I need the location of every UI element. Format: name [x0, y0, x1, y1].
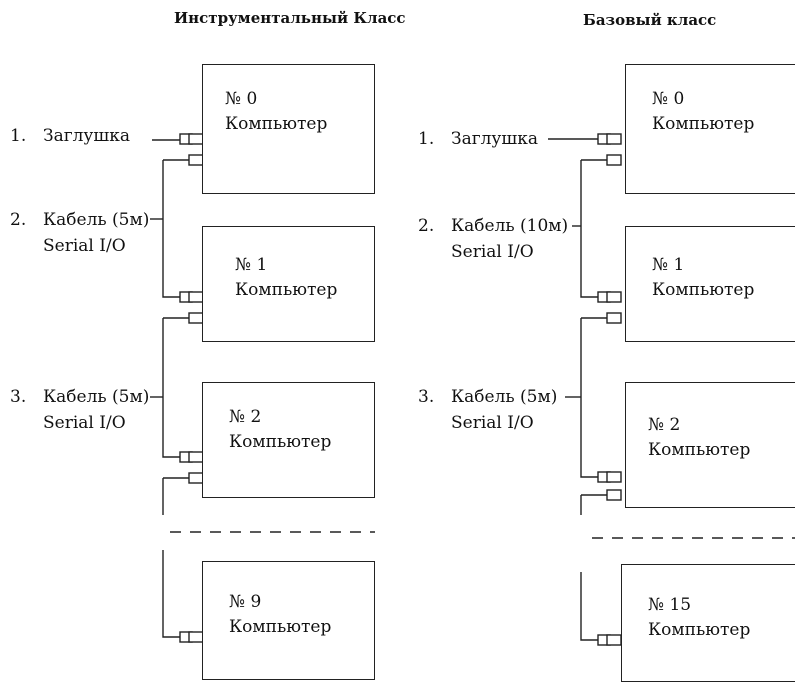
- right-computer-2-number: № 2: [648, 415, 681, 435]
- right-pc0-port-out: [606, 154, 622, 166]
- right-computer-0-label: Компьютер: [652, 114, 755, 134]
- left-computer-0-label: Компьютер: [225, 114, 328, 134]
- left-cable-last: [162, 550, 180, 638]
- right-pc0-port-in: [606, 133, 622, 145]
- left-computer-9-label: Компьютер: [229, 617, 332, 637]
- right-pc15-port-in: [606, 634, 622, 646]
- left-computer-0-number: № 0: [225, 89, 258, 109]
- left-computer-0: № 0 Компьютер: [202, 64, 375, 194]
- right-item-3-index: 3.: [418, 387, 435, 407]
- left-computer-9: № 9 Компьютер: [202, 561, 375, 680]
- left-pc0-port-in: [188, 133, 204, 145]
- left-cable3: [162, 318, 180, 458]
- left-computer-9-number: № 9: [229, 592, 262, 612]
- right-item-2-name: Кабель (10м): [451, 216, 569, 236]
- right-item-3-name: Кабель (5м): [451, 387, 558, 407]
- left-item-2-name: Кабель (5м): [43, 210, 150, 230]
- left-item-3-index: 3.: [10, 387, 27, 407]
- left-computer-1-label: Компьютер: [235, 280, 338, 300]
- right-computer-1-number: № 1: [652, 255, 685, 275]
- right-cable3: [580, 318, 598, 478]
- right-pc2-port-out: [606, 489, 622, 501]
- left-pc1-port-in: [188, 291, 204, 303]
- right-cable2: [580, 160, 598, 298]
- left-item-1-name: Заглушка: [43, 126, 131, 146]
- right-computer-2: № 2 Компьютер: [625, 382, 795, 508]
- left-computer-2: № 2 Компьютер: [202, 382, 375, 498]
- left-computer-1-number: № 1: [235, 255, 268, 275]
- left-computer-1: № 1 Компьютер: [202, 226, 375, 342]
- left-pc9-port-in: [188, 631, 204, 643]
- right-computer-2-label: Компьютер: [648, 440, 751, 460]
- left-computer-2-number: № 2: [229, 407, 262, 427]
- right-item-3-sub: Serial I/O: [451, 413, 534, 433]
- right-item-1-name: Заглушка: [451, 129, 539, 149]
- left-class-title: Инструментальный Класс: [174, 9, 406, 27]
- left-item-2-sub: Serial I/O: [43, 236, 126, 256]
- left-item-1-index: 1.: [10, 126, 27, 146]
- right-pc1-port-in: [606, 291, 622, 303]
- right-pc1-port-out: [606, 312, 622, 324]
- left-pc1-port-out: [188, 312, 204, 324]
- left-item-3-name: Кабель (5м): [43, 387, 150, 407]
- right-computer-15-number: № 15: [648, 595, 692, 615]
- left-item-2-index: 2.: [10, 210, 27, 230]
- left-item-3-sub: Serial I/O: [43, 413, 126, 433]
- left-cable2: [162, 160, 180, 298]
- right-item-2-sub: Serial I/O: [451, 242, 534, 262]
- right-computer-15-label: Компьютер: [648, 620, 751, 640]
- right-cable-last: [580, 572, 598, 641]
- right-computer-1-label: Компьютер: [652, 280, 755, 300]
- right-wiring: [548, 133, 795, 646]
- right-item-1-index: 1.: [418, 129, 435, 149]
- right-computer-0: № 0 Компьютер: [625, 64, 795, 194]
- right-computer-15: № 15 Компьютер: [621, 564, 795, 682]
- left-pc2-port-in: [188, 451, 204, 463]
- right-item-2-index: 2.: [418, 216, 435, 236]
- left-pc0-port-out: [188, 154, 204, 166]
- left-computer-2-label: Компьютер: [229, 432, 332, 452]
- right-computer-1: № 1 Компьютер: [625, 226, 795, 342]
- right-computer-0-number: № 0: [652, 89, 685, 109]
- left-pc2-port-out: [188, 472, 204, 484]
- right-class-title: Базовый класс: [583, 11, 717, 29]
- right-pc2-port-in: [606, 471, 622, 483]
